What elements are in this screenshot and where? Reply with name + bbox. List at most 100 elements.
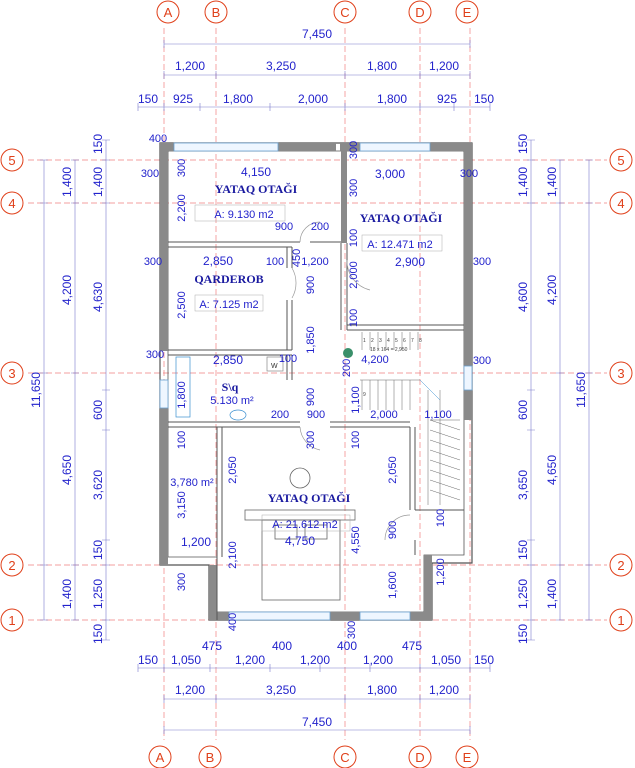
stair-step-6: 6 xyxy=(403,338,406,344)
stairs xyxy=(360,332,461,505)
dim-300-right-1: 300 xyxy=(460,168,478,180)
dim-100-room2-b: 100 xyxy=(348,309,360,327)
axis-marker-3-right xyxy=(609,361,633,385)
windows xyxy=(159,142,473,621)
axis-label-d-bottom: D xyxy=(415,750,424,765)
room-labels: YATAQ OTAĞI A: 9.130 m2 4,150 YATAQ OTAĞ… xyxy=(170,165,442,549)
dim-300-right-3: 300 xyxy=(473,355,491,367)
axis-label-5-right: 5 xyxy=(617,153,624,168)
top-dimensions: 7,450 1,200 3,250 1,800 1,200 150 925 1,… xyxy=(138,27,494,106)
bottom-dim-r2-2: 3,250 xyxy=(266,683,296,697)
right-inner-5: 3,650 xyxy=(516,470,530,500)
left-inner-2: 1,400 xyxy=(91,167,105,197)
bottom-dim-r2-4: 1,200 xyxy=(429,683,459,697)
axis-marker-c-top xyxy=(333,0,357,24)
room-2-width2: 2,900 xyxy=(395,255,425,269)
bathtub-icon xyxy=(175,356,191,418)
dim-2050-left: 2,050 xyxy=(227,456,239,484)
bottom-offset-2: 400 xyxy=(272,639,292,653)
dim-300-bottom: 300 xyxy=(346,621,358,639)
axis-marker-2-right xyxy=(609,553,633,577)
door-swings xyxy=(291,221,411,541)
axis-marker-5-left xyxy=(0,148,24,172)
axis-label-2-right: 2 xyxy=(617,558,624,573)
axis-marker-1-right xyxy=(609,608,633,632)
axis-marker-d-top xyxy=(408,0,432,24)
left-inner-3: 4,630 xyxy=(91,282,105,312)
axis-marker-4-left xyxy=(0,191,24,215)
bottom-dimensions: 475 400 400 475 150 1,050 1,200 1,200 1,… xyxy=(138,639,494,729)
room-label-boxes xyxy=(194,204,443,532)
dim-300-left-2: 300 xyxy=(144,256,162,268)
column-marker-icon xyxy=(343,348,353,358)
axis-label-5-left: 5 xyxy=(8,153,15,168)
dim-300-room2: 300 xyxy=(348,179,360,197)
room-2-width: 3,000 xyxy=(375,167,405,181)
room-4-area: 5.130 m² xyxy=(210,395,254,407)
right-outer-3: 4,650 xyxy=(545,455,559,485)
dim-300-right-2: 300 xyxy=(473,256,491,268)
dim-2000-stair: 2,000 xyxy=(370,409,398,421)
dim-100-corr: 100 xyxy=(350,431,362,449)
axis-marker-3-left xyxy=(0,361,24,385)
dim-300-bottom-left: 300 xyxy=(176,573,188,591)
bottom-offset-4: 475 xyxy=(402,639,422,653)
axis-label-2-left: 2 xyxy=(8,558,15,573)
dim-200-stair: 200 xyxy=(341,359,353,377)
stair-step-numbers: 1 2 3 4 5 6 7 8 9 18 x 164 = 2,950 xyxy=(363,338,422,398)
bottom-offset-1: 475 xyxy=(202,639,222,653)
axis-marker-e-bottom xyxy=(455,745,479,768)
room-5-height: 3,150 xyxy=(176,491,188,519)
toilet-icon xyxy=(266,356,284,372)
bottom-dim-r1-7: 150 xyxy=(474,653,494,667)
right-outer-1: 1,400 xyxy=(545,167,559,197)
top-dim-2: 3,250 xyxy=(266,59,296,73)
axis-marker-4-right xyxy=(609,191,633,215)
room-6-width: 4,750 xyxy=(285,534,315,548)
sink-icon xyxy=(229,409,247,421)
room-2-height: 2,000 xyxy=(348,261,360,289)
right-total-dim: 11,650 xyxy=(574,372,588,408)
dim-200-bath: 200 xyxy=(271,409,289,421)
left-inner-6: 150 xyxy=(91,540,105,560)
right-dimensions: 11,650 1,400 4,200 4,650 1,400 150 1,400… xyxy=(516,134,588,644)
axis-label-4-left: 4 xyxy=(8,196,15,211)
room-5-width: 1,200 xyxy=(181,535,211,549)
stair-step-4: 4 xyxy=(387,338,390,344)
right-inner-8: 150 xyxy=(516,624,530,644)
interior-walls xyxy=(168,241,464,620)
axis-marker-5-right xyxy=(609,148,633,172)
bottom-total-dim: 7,450 xyxy=(302,715,332,729)
axis-marker-b-bottom xyxy=(198,745,222,768)
right-outer-4: 1,400 xyxy=(545,579,559,609)
stair-step-1: 1 xyxy=(363,338,366,344)
dim-400-bottom: 400 xyxy=(227,613,239,631)
dim-300-left-1: 300 xyxy=(141,168,159,180)
dim-1100-stair: 1,100 xyxy=(350,386,362,414)
top-dim-r2-3: 1,800 xyxy=(223,92,253,106)
axis-label-3-left: 3 xyxy=(8,366,15,381)
room-4-name: S\q xyxy=(222,380,239,394)
bottom-dim-r2-1: 1,200 xyxy=(175,683,205,697)
stair-label: 18 x 164 = 2,950 xyxy=(370,347,408,353)
bottom-dim-r1-6: 1,050 xyxy=(431,653,461,667)
bottom-dim-r1-1: 150 xyxy=(138,653,158,667)
dim-2050-right: 2,050 xyxy=(387,456,399,484)
top-dim-r2-4: 2,000 xyxy=(298,92,328,106)
left-inner-1: 150 xyxy=(91,134,105,154)
axis-marker-e-top xyxy=(455,0,479,24)
left-outer-3: 4,650 xyxy=(60,455,74,485)
axis-label-1-right: 1 xyxy=(617,613,624,628)
dim-300-room2-top: 300 xyxy=(348,141,360,159)
left-inner-7: 1,250 xyxy=(91,579,105,609)
bottom-dim-r1-5: 1,200 xyxy=(363,653,393,667)
room-1-area: A: 9.130 m2 xyxy=(214,209,273,221)
dim-900-corridor-b: 900 xyxy=(305,388,317,406)
bottom-dim-r1-4: 1,200 xyxy=(300,653,330,667)
right-inner-3: 4,600 xyxy=(516,282,530,312)
axis-marker-b-top xyxy=(204,0,228,24)
top-dim-4: 1,200 xyxy=(429,59,459,73)
dim-4200-stair: 4,200 xyxy=(361,354,389,366)
left-outer-2: 4,200 xyxy=(60,275,74,305)
